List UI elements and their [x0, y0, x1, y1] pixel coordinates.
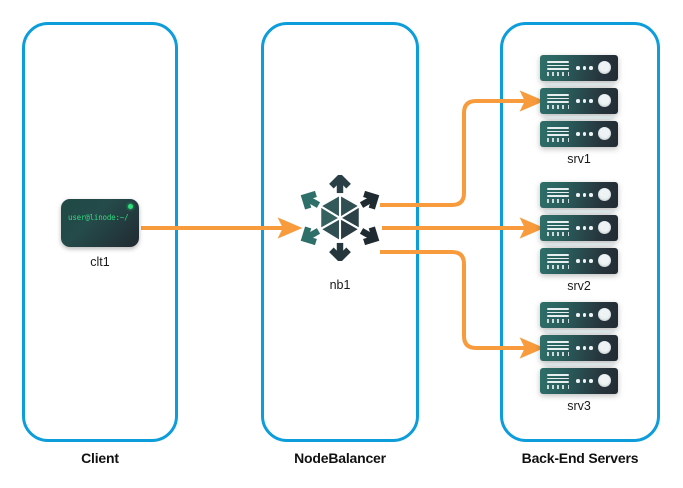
rack-ticks-icon — [547, 265, 569, 269]
rack-lines-icon — [547, 341, 569, 352]
rack-power-icon — [598, 374, 611, 387]
rack-power-icon — [598, 221, 611, 234]
rack-ticks-icon — [547, 352, 569, 356]
rack-divider — [540, 209, 618, 214]
rack-divider — [540, 362, 618, 367]
terminal-prompt-text: user@linode:~/ — [68, 213, 129, 222]
rack-unit — [540, 248, 618, 274]
server-rack-icon-srv3[interactable] — [540, 302, 618, 394]
group-box-nodebalancer — [261, 22, 419, 442]
rack-unit — [540, 55, 618, 81]
rack-power-icon — [598, 127, 611, 140]
node-label-clt1: clt1 — [90, 255, 110, 269]
rack-divider — [540, 82, 618, 87]
rack-ticks-icon — [547, 72, 569, 76]
rack-dots-icon — [576, 132, 593, 136]
rack-lines-icon — [547, 308, 569, 319]
rack-ticks-icon — [547, 232, 569, 236]
rack-dots-icon — [576, 66, 593, 70]
rack-unit — [540, 215, 618, 241]
rack-divider — [540, 115, 618, 120]
rack-divider — [540, 329, 618, 334]
rack-dots-icon — [576, 346, 593, 350]
rack-ticks-icon — [547, 105, 569, 109]
group-box-client — [22, 22, 178, 442]
rack-divider — [540, 242, 618, 247]
terminal-status-dot-icon — [128, 204, 133, 209]
rack-power-icon — [598, 254, 611, 267]
rack-lines-icon — [547, 61, 569, 72]
rack-dots-icon — [576, 193, 593, 197]
rack-power-icon — [598, 94, 611, 107]
rack-dots-icon — [576, 313, 593, 317]
terminal-icon[interactable]: user@linode:~/ — [61, 199, 139, 247]
rack-lines-icon — [547, 94, 569, 105]
group-label-backend: Back-End Servers — [521, 450, 639, 466]
rack-ticks-icon — [547, 138, 569, 142]
server-rack-icon-srv2[interactable] — [540, 182, 618, 274]
rack-unit — [540, 182, 618, 208]
rack-dots-icon — [576, 226, 593, 230]
rack-power-icon — [598, 61, 611, 74]
rack-power-icon — [598, 341, 611, 354]
node-label-srv2: srv2 — [567, 279, 591, 293]
rack-power-icon — [598, 308, 611, 321]
rack-lines-icon — [547, 127, 569, 138]
node-label-srv3: srv3 — [567, 399, 591, 413]
server-rack-icon-srv1[interactable] — [540, 55, 618, 147]
group-label-client: Client — [81, 450, 119, 466]
rack-dots-icon — [576, 99, 593, 103]
rack-unit — [540, 368, 618, 394]
rack-ticks-icon — [547, 385, 569, 389]
group-box-backend — [500, 22, 660, 442]
rack-unit — [540, 88, 618, 114]
rack-power-icon — [598, 188, 611, 201]
nodebalancer-hex-icon[interactable] — [297, 175, 383, 261]
node-label-nb1: nb1 — [329, 278, 351, 292]
node-label-srv1: srv1 — [567, 152, 591, 166]
rack-dots-icon — [576, 379, 593, 383]
rack-dots-icon — [576, 259, 593, 263]
rack-ticks-icon — [547, 319, 569, 323]
rack-lines-icon — [547, 254, 569, 265]
rack-ticks-icon — [547, 199, 569, 203]
rack-unit — [540, 302, 618, 328]
rack-lines-icon — [547, 374, 569, 385]
rack-lines-icon — [547, 221, 569, 232]
rack-unit — [540, 121, 618, 147]
rack-lines-icon — [547, 188, 569, 199]
rack-unit — [540, 335, 618, 361]
group-label-nodebalancer: NodeBalancer — [294, 450, 386, 466]
